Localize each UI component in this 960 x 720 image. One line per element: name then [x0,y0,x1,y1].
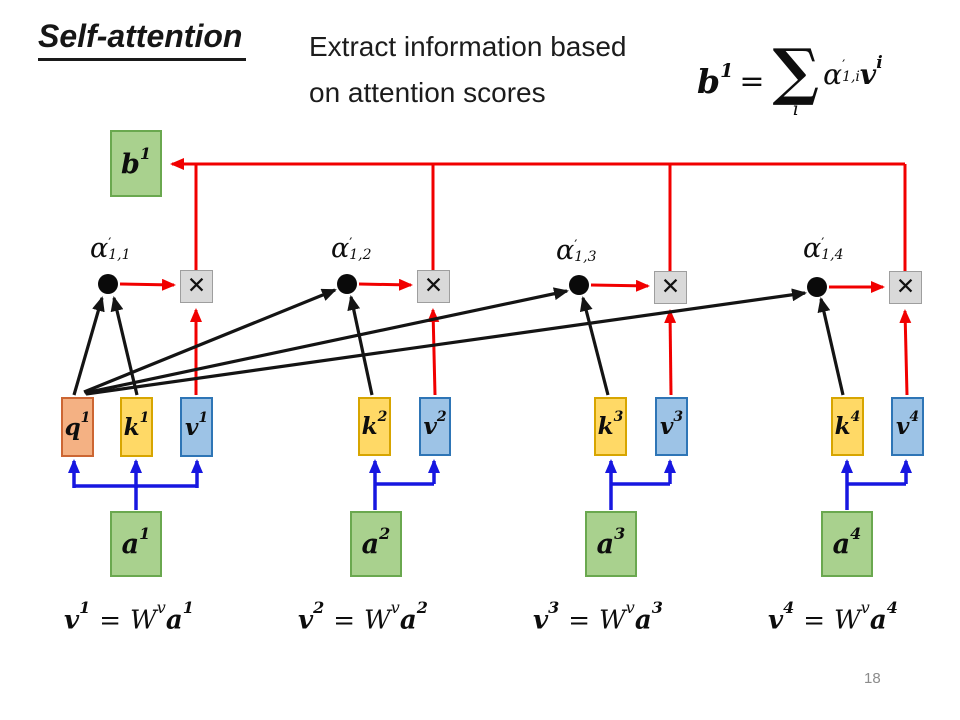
v3-box: v3 [655,397,688,456]
q1-label: q1 [64,409,91,441]
a1-box: a1 [110,511,162,577]
multiply-icon: ✕ [895,274,916,300]
a3-box: a3 [585,511,637,577]
a4-box: a4 [821,511,873,577]
v4-box: v4 [891,397,924,456]
v2-label: v2 [423,409,447,440]
red-output-bus [170,158,907,272]
k3-label: k3 [597,409,624,440]
v-formula-3: v3 = Wv a3 [533,598,663,636]
page-number: 18 [864,670,881,687]
a2-label: a2 [361,524,391,560]
a3-label: a3 [596,524,626,560]
page-title: Self-attention [38,18,247,61]
v-formula-2: v2 = Wv a2 [298,598,428,636]
multiply-box-3: ✕ [654,271,687,304]
sum-formula: b1 = ∑ i α ′1,i vi [697,35,883,120]
formula-equals: = [739,63,765,99]
multiply-icon: ✕ [423,273,444,299]
v3-label: v3 [659,409,684,440]
blue-input-connectors [68,459,912,510]
a1-label: a1 [121,524,151,560]
alpha-1-1-label: α ′1,1 [90,233,131,264]
k2-label: k2 [361,409,388,440]
multiply-box-1: ✕ [180,270,213,303]
k2-box: k2 [358,397,391,456]
multiply-icon: ✕ [660,274,681,300]
v1-box: v1 [180,397,213,457]
alpha-1-2-label: α ′1,2 [331,233,372,264]
black-attention-arrows [72,287,845,396]
formula-alpha-term: α ′1,i [823,57,860,91]
score-dots [98,274,827,297]
subtitle-line-1: Extract information based [309,31,627,62]
sigma-symbol: ∑ [772,35,820,108]
red-value-arrows [190,308,912,396]
k1-box: k1 [120,397,153,457]
alpha-1-4-label: α ′1,4 [803,233,844,264]
a2-box: a2 [350,511,402,577]
b1-box: b1 [110,130,162,197]
red-score-arrows [119,278,885,293]
multiply-icon: ✕ [186,273,207,299]
k3-box: k3 [594,397,627,456]
multiply-box-4: ✕ [889,271,922,304]
k1-label: k1 [123,409,150,441]
v1-label: v1 [184,409,209,441]
v-formula-4: v4 = Wv a4 [768,598,898,636]
formula-b1: b1 [697,59,734,101]
v-formula-1: v1 = Wv a1 [64,598,194,636]
formula-v-term: vi [859,53,883,91]
v4-label: v4 [895,409,920,440]
q1-box: q1 [61,397,94,457]
a4-label: a4 [832,524,862,560]
subtitle: Extract information based on attention s… [309,24,627,116]
k4-label: k4 [834,409,861,440]
subtitle-line-2: on attention scores [309,77,546,108]
sigma-wrap: ∑ i [772,35,820,120]
alpha-1-3-label: α ′1,3 [556,235,597,266]
k4-box: k4 [831,397,864,456]
sigma-index: i [792,98,799,120]
v2-box: v2 [419,397,451,456]
multiply-box-2: ✕ [417,270,450,303]
b1-label: b1 [120,143,152,180]
